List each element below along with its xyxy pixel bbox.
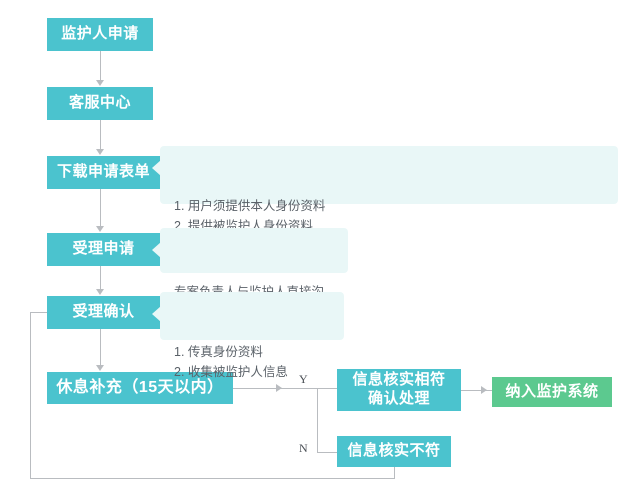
arrowhead-supplement-to-branch	[276, 384, 282, 392]
connector-service-to-download	[100, 120, 101, 150]
node-guardian-application[interactable]: 监护人申请	[47, 18, 153, 51]
node-customer-service-center[interactable]: 客服中心	[47, 87, 153, 120]
arrowhead-service-to-download	[96, 149, 104, 155]
connector-loop-into-confirmation	[30, 312, 47, 313]
arrowhead-download-to-accept	[96, 226, 104, 232]
branch-label-yes: Y	[299, 372, 308, 386]
note-pointer-icon	[152, 306, 161, 322]
connector-no-to-verify-fail	[317, 452, 337, 453]
node-enroll-guardianship-system[interactable]: 纳入监护系统	[492, 377, 612, 407]
note-text: 1. 传真身份资料 2. 收集被监护人信息	[174, 344, 288, 379]
arrowhead-confirm-to-supplement	[96, 365, 104, 371]
node-info-verified-mismatch[interactable]: 信息核实不符	[337, 436, 451, 467]
arrowhead-apply-to-service	[96, 80, 104, 86]
node-acceptance-confirmation[interactable]: 受理确认	[47, 296, 160, 329]
connector-branch-riser	[317, 388, 318, 452]
note-download-application-form: 1. 用户须提供本人身份资料 2. 提供被监护人身份资料 3. 问题描述	[152, 146, 618, 253]
connector-confirm-to-supplement	[100, 329, 101, 366]
connector-apply-to-service	[100, 51, 101, 81]
branch-label-no: N	[299, 441, 308, 455]
note-accept-application: 专案负责人与监护人直接沟通	[152, 228, 348, 319]
node-accept-application[interactable]: 受理申请	[47, 233, 160, 266]
arrowhead-verify-ok-to-enroll	[481, 386, 487, 394]
connector-loop-left-riser	[30, 312, 31, 479]
note-pointer-icon	[152, 160, 161, 176]
connector-yes-to-verify-ok	[317, 388, 337, 389]
note-acceptance-confirmation: 1. 传真身份资料 2. 收集被监护人信息	[152, 292, 344, 379]
connector-loop-bottom	[30, 478, 394, 479]
node-info-verified-match[interactable]: 信息核实相符 确认处理	[337, 369, 461, 411]
connector-verify-ok-to-enroll	[461, 390, 492, 391]
node-download-application-form[interactable]: 下载申请表单	[47, 156, 160, 189]
connector-download-to-accept	[100, 189, 101, 227]
node-rest-supplement-within-15-days[interactable]: 休息补充（15天以内）	[47, 372, 233, 404]
connector-mismatch-drop	[394, 467, 395, 479]
note-pointer-icon	[152, 242, 161, 258]
arrowhead-accept-to-confirm	[96, 289, 104, 295]
connector-supplement-to-branch	[233, 388, 317, 389]
connector-accept-to-confirm	[100, 266, 101, 290]
